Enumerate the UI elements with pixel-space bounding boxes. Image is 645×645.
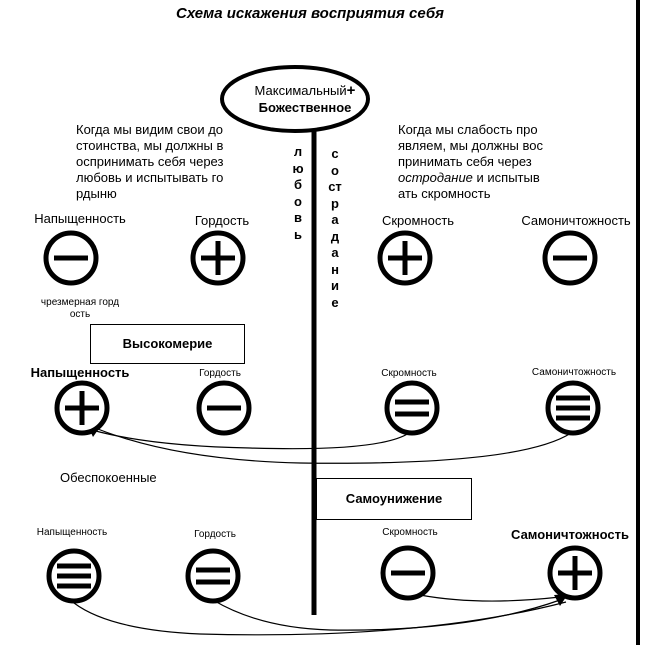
- row3-double-bar-symbol-2: [185, 548, 241, 604]
- row3-minus-symbol-3: [380, 545, 436, 601]
- row1-label-skromnost: Скромность: [381, 213, 455, 228]
- row2-arrow-from-samonichtozhnost: [87, 424, 572, 464]
- top-line2: Божественное: [258, 100, 352, 115]
- vertical-word-lyubov: любовь: [292, 144, 304, 242]
- row1-plus-symbol-3: [377, 230, 433, 286]
- left-line-1: Когда мы видим свои до: [76, 122, 224, 137]
- left-paragraph: Когда мы видим свои до стоинства, мы дол…: [76, 122, 276, 202]
- left-line-4: любовь и испытывать го: [76, 170, 224, 185]
- row1-minus-symbol-1: [43, 230, 99, 286]
- top-ellipse-label: Максимальный+ Божественное: [240, 82, 370, 116]
- row3-label-napyshchennost: Напыщенность: [36, 527, 108, 538]
- row1-plus-symbol-2: [190, 230, 246, 286]
- row1-label-samonichtozhnost: Самоничтожность: [521, 213, 631, 228]
- diagram-title: Схема искажения восприятия себя: [176, 5, 444, 22]
- row3-triple-bar-symbol-1: [46, 548, 102, 604]
- box-samounizhenie: Самоунижение: [316, 478, 472, 520]
- right-line-4-rest: и испытыв: [472, 170, 540, 185]
- left-line-2: стоинства, мы должны в: [76, 138, 224, 153]
- row3-plus-symbol-4: [547, 545, 603, 601]
- row3-arrow-from-skromnost: [419, 594, 561, 602]
- row1-label-napyshchennost: Напыщенность: [34, 211, 126, 226]
- row3-label-gordost: Гордость: [194, 529, 236, 540]
- row2-minus-symbol-2: [196, 380, 252, 436]
- top-line1: Максимальный: [254, 83, 347, 98]
- row2-label-napyshchennost: Напыщенность: [30, 365, 130, 380]
- row2-label-skromnost: Скромность: [381, 368, 437, 379]
- right-line-4-italic: остродание: [398, 170, 473, 185]
- right-line-3: принимать себя через: [398, 154, 532, 169]
- left-line-5: рдыню: [76, 186, 117, 201]
- row3-arrow-from-napyshchennost: [73, 601, 567, 636]
- row1-note: чрезмерная горд ость: [41, 297, 119, 321]
- row3-label-skromnost: Скромность: [382, 527, 438, 538]
- right-line-2: являем, мы должны вос: [398, 138, 543, 153]
- top-ellipse: [220, 65, 370, 133]
- row2-label-gordost: Гордость: [199, 368, 241, 379]
- row1-label-gordost: Гордость: [194, 213, 250, 228]
- row2-plus-symbol-1: [54, 380, 110, 436]
- row2-double-bar-symbol-3: [384, 380, 440, 436]
- right-line-1: Когда мы слабость про: [398, 122, 538, 137]
- row2-arrow-from-skromnost: [91, 429, 410, 450]
- right-line-5: ать скромность: [398, 186, 491, 201]
- right-paragraph: Когда мы слабость про являем, мы должны …: [398, 122, 598, 202]
- row1-minus-symbol-4: [542, 230, 598, 286]
- label-obespokoennye: Обеспокоенные: [60, 470, 157, 485]
- row2-label-samonichtozhnost: Самоничтожность: [531, 367, 617, 378]
- left-line-3: оспринимать себя через: [76, 154, 224, 169]
- box-vysokomerie: Высокомерие: [90, 324, 245, 364]
- plus-mark: +: [346, 82, 356, 99]
- row3-label-samonichtozhnost: Самоничтожность: [511, 527, 629, 542]
- row2-triple-bar-symbol-4: [545, 380, 601, 436]
- row1-note-line-2: ость: [69, 309, 91, 320]
- vertical-word-sostradanie: сострадание: [328, 146, 342, 310]
- row1-note-line-1: чрезмерная горд: [40, 297, 120, 308]
- right-edge-bar: [636, 0, 640, 645]
